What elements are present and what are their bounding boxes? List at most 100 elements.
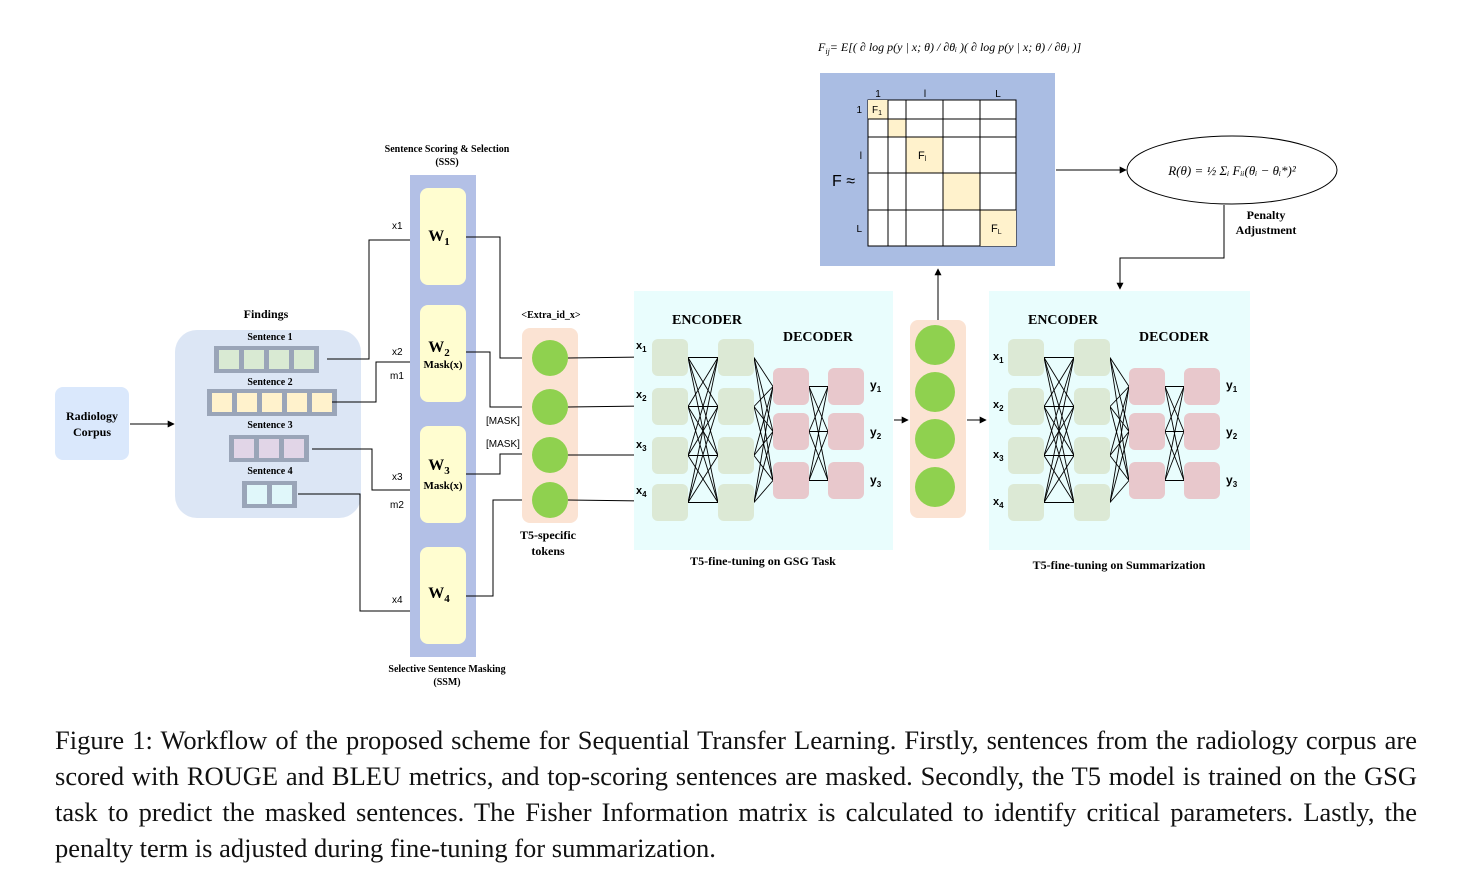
encoder-node <box>1008 388 1044 425</box>
t5-summarization-block: ENCODER DECODER x1 x2 x3 x4 y1 y2 y3 T5-… <box>989 291 1250 572</box>
fisher-col-L: L <box>995 89 1001 100</box>
sentence-token <box>262 393 282 412</box>
encoder-node <box>1074 437 1110 474</box>
param-node-2 <box>915 372 955 412</box>
w3-mask-label: Mask(x) <box>423 480 462 492</box>
summ-input-x3: x3 <box>993 449 1004 463</box>
gsg-network <box>652 339 864 521</box>
sentence-token <box>237 393 257 412</box>
gsg-decoder-label: DECODER <box>783 330 854 345</box>
token-node-3 <box>532 437 568 473</box>
token-node-1 <box>532 340 568 376</box>
summ-network <box>1008 339 1220 521</box>
penalty-label-line1: Penalty <box>1247 208 1286 222</box>
sentence-2-label: Sentence 2 <box>247 377 292 388</box>
tokens-caption-line1: T5-specific <box>520 528 577 542</box>
decoder-node <box>773 368 809 405</box>
gsg-input-x2: x2 <box>636 389 647 403</box>
sentence-token <box>312 393 332 412</box>
encoder-node <box>652 484 688 521</box>
summ-decoder-label: DECODER <box>1139 330 1210 345</box>
encoder-node <box>1074 388 1110 425</box>
ssm-title-line2: (SSM) <box>433 677 460 688</box>
sentence-token <box>259 439 279 458</box>
decoder-node <box>828 368 864 405</box>
tokens-caption-line2: tokens <box>531 544 565 558</box>
summ-caption: T5-fine-tuning on Summarization <box>1033 558 1206 572</box>
w4-label: W4 <box>428 585 450 605</box>
mask-label-2: [MASK] <box>486 439 520 450</box>
sentence-token <box>284 439 304 458</box>
sentence-bar-1 <box>214 346 319 373</box>
sentence-3-label: Sentence 3 <box>247 420 292 431</box>
gsg-input-x4: x4 <box>636 485 647 499</box>
decoder-node <box>1184 413 1220 450</box>
encoder-node <box>1008 339 1044 376</box>
penalty-label-line2: Adjustment <box>1236 223 1297 237</box>
sss-title-line2: (SSS) <box>435 157 458 168</box>
sentence-bar-3 <box>229 435 309 462</box>
w1-label: W1 <box>428 228 450 248</box>
mask-label-1: [MASK] <box>486 416 520 427</box>
radiology-corpus: Radiology Corpus <box>55 387 129 460</box>
fisher-row-l: l <box>860 151 862 162</box>
summ-input-x1: x1 <box>993 351 1004 365</box>
token-node-2 <box>532 389 568 425</box>
encoder-node <box>1074 484 1110 521</box>
encoder-node <box>652 437 688 474</box>
fisher-cell-fL-label: FL <box>991 223 1002 236</box>
t5-gsg-block: ENCODER DECODER x1 x2 x3 x4 y1 y2 y3 T5-… <box>634 291 893 568</box>
sentence-token <box>247 485 267 504</box>
decoder-node <box>828 462 864 499</box>
edge-x2: x2 <box>392 347 403 358</box>
gsg-output-y3: y3 <box>870 473 882 489</box>
encoder-node <box>718 437 754 474</box>
edge-x3: x3 <box>392 472 403 483</box>
encoder-node <box>1074 339 1110 376</box>
decoder-node <box>1129 462 1165 499</box>
sentence-token <box>219 350 239 369</box>
ssm-title-line1: Selective Sentence Masking <box>388 664 505 675</box>
fisher-cell-f1-label: F1 <box>872 105 882 117</box>
fisher-col-1: 1 <box>875 89 881 100</box>
gsg-output-y1: y1 <box>870 378 882 394</box>
edge-m1: m1 <box>390 371 404 382</box>
sentence-1-label: Sentence 1 <box>247 332 292 343</box>
fisher-matrix: Fij= E[( ∂ log p(y | x; θ) / ∂θᵢ )( ∂ lo… <box>817 40 1081 266</box>
corpus-label-line1: Radiology <box>66 409 118 423</box>
encoder-node <box>1008 484 1044 521</box>
gsg-caption: T5-fine-tuning on GSG Task <box>690 554 836 568</box>
w2-label: W2 <box>428 339 450 359</box>
figure-caption: Figure 1: Workflow of the proposed schem… <box>55 725 1417 863</box>
encoder-node <box>718 388 754 425</box>
summ-input-x2: x2 <box>993 399 1004 413</box>
param-node-4 <box>915 467 955 507</box>
penalty-term: R(θ) = ½ Σᵢ Fᵢᵢ(θᵢ − θᵢ*)² Penalty Adjus… <box>1126 135 1338 237</box>
summ-encoder-label: ENCODER <box>1028 313 1099 328</box>
sentence-token <box>287 393 307 412</box>
parameter-nodes <box>910 320 966 518</box>
findings-title: Findings <box>244 307 289 321</box>
weight-to-token-connectors <box>466 236 531 597</box>
param-node-1 <box>915 325 955 365</box>
fisher-col-l: l <box>924 89 926 100</box>
fisher-row-L: L <box>856 224 862 235</box>
token-node-4 <box>532 482 568 518</box>
encoder-node <box>718 339 754 376</box>
penalty-formula: R(θ) = ½ Σᵢ Fᵢᵢ(θᵢ − θᵢ*)² <box>1167 163 1297 178</box>
fisher-cell-f1 <box>868 100 888 119</box>
sss-title-line1: Sentence Scoring & Selection <box>385 144 510 155</box>
w3-label: W3 <box>428 457 450 477</box>
fisher-approx: F ≈ <box>832 173 855 190</box>
encoder-node <box>718 484 754 521</box>
edge-x1: x1 <box>392 221 403 232</box>
sentence-token <box>234 439 254 458</box>
sentence-bar-4 <box>242 481 297 508</box>
gsg-input-x1: x1 <box>636 340 647 354</box>
fisher-cell-fl <box>906 137 943 173</box>
decoder-node <box>1129 368 1165 405</box>
gsg-encoder-label: ENCODER <box>672 313 743 328</box>
fisher-cell-fl-label: Fl <box>918 150 927 163</box>
corpus-label-line2: Corpus <box>73 425 111 439</box>
summ-output-y3: y3 <box>1226 473 1238 489</box>
